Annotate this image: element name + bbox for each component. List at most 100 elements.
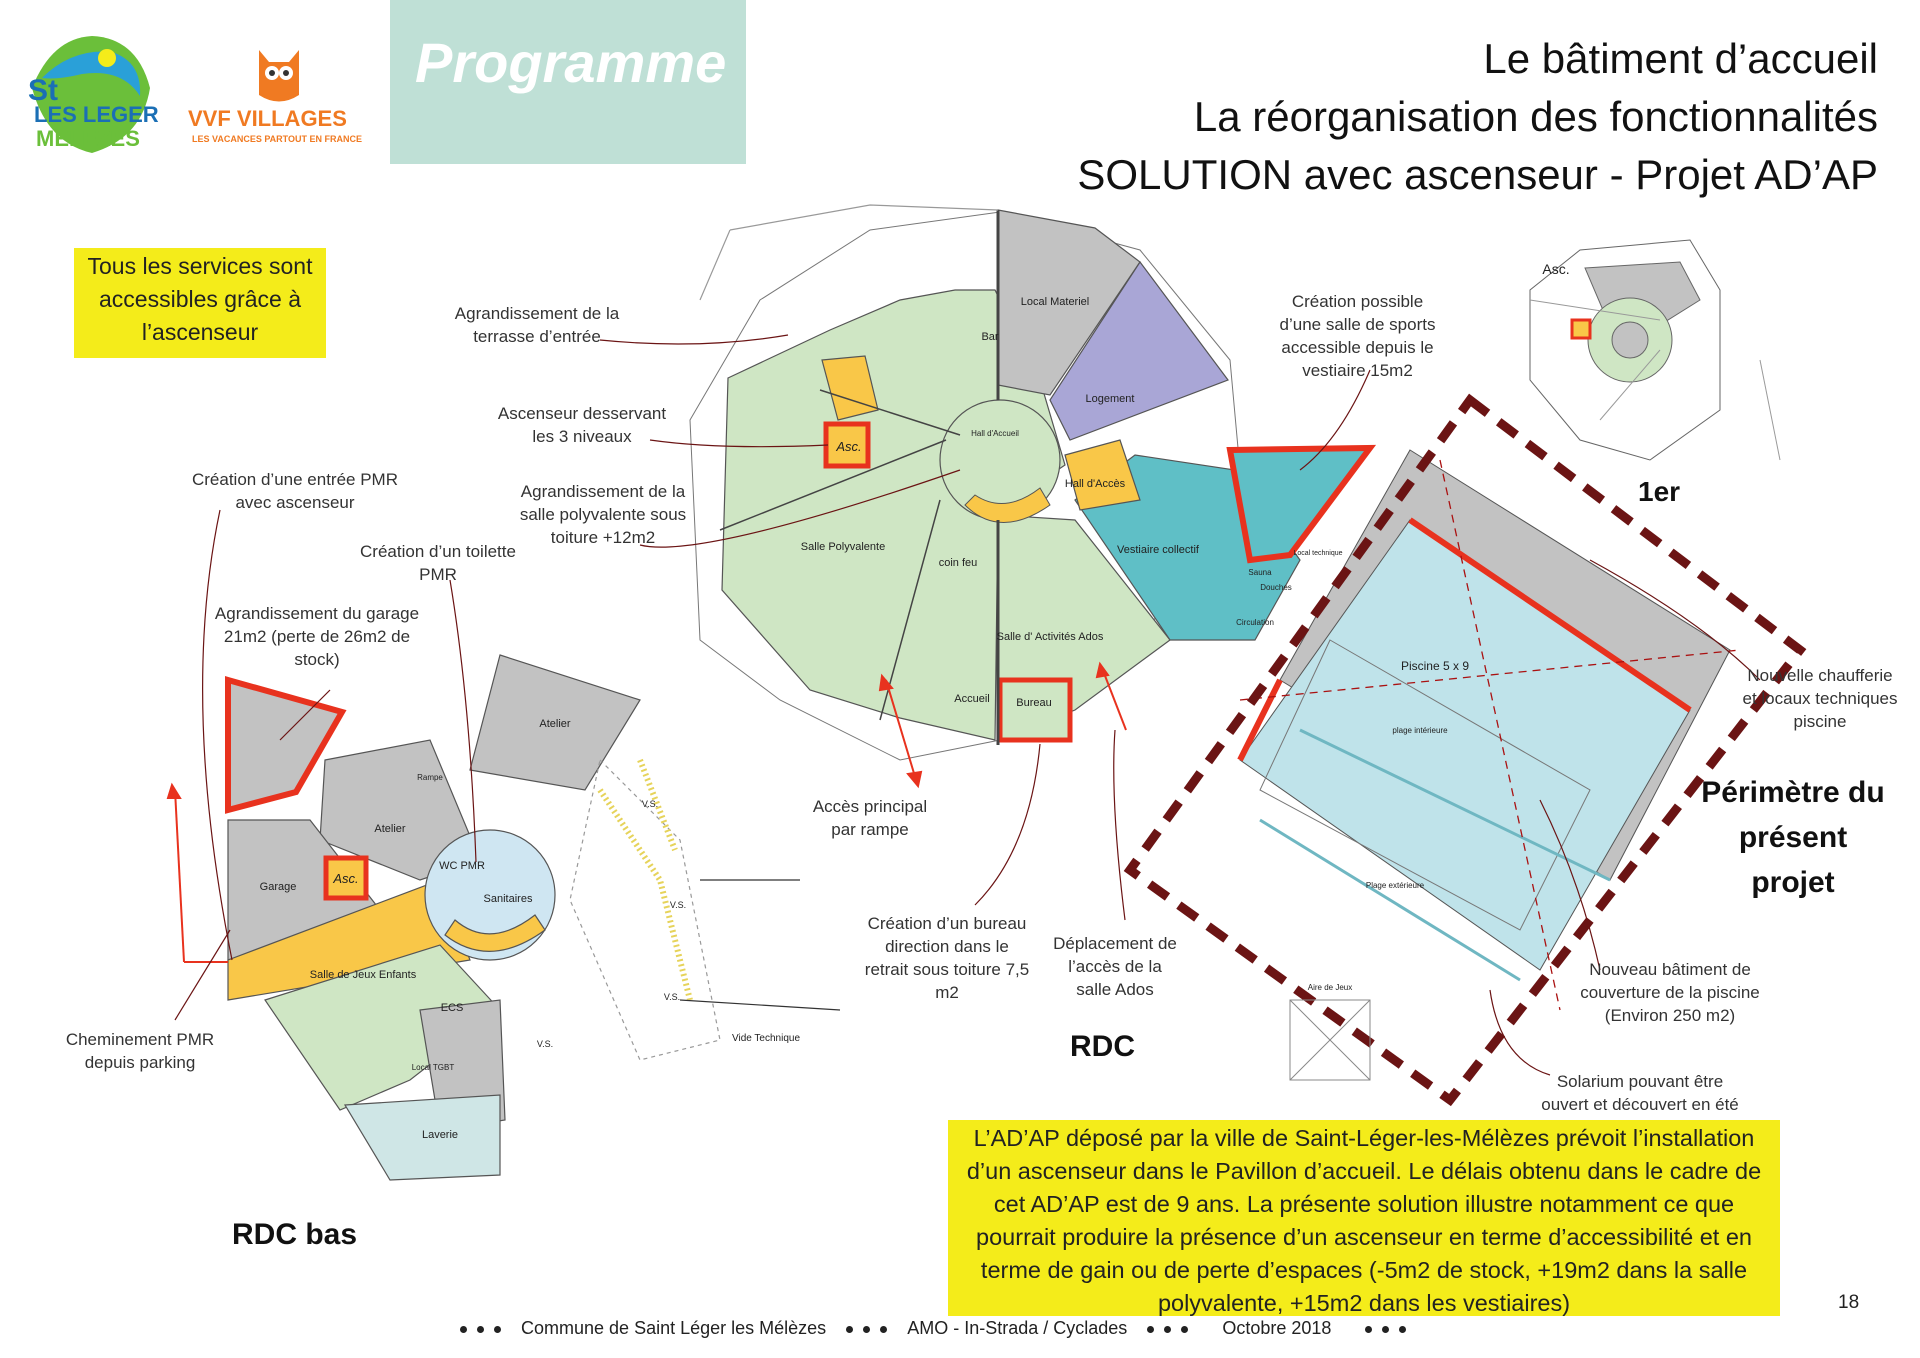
- asc-rdc: [823, 421, 871, 469]
- annotation-sports: Création possible d’une salle de sports …: [1279, 292, 1436, 380]
- annotation-toilette: Création d’un toilette PMR: [360, 542, 516, 584]
- svg-text:LES VACANCES PARTOUT EN FRANCE: LES VACANCES PARTOUT EN FRANCE: [192, 134, 362, 144]
- svg-text:MELEZES: MELEZES: [36, 126, 140, 151]
- annotation-acces: Accès principal par rampe: [812, 797, 928, 839]
- footer: Commune de Saint Léger les Mélèzes AMO -…: [455, 1318, 1411, 1339]
- rdc-plan: [689, 204, 1377, 761]
- etage-plan: [1529, 239, 1781, 461]
- room-bureau: [997, 677, 1073, 743]
- label-atelier-top: Atelier: [539, 718, 571, 730]
- st-leger-logo: St LES LEGER MELEZES: [22, 18, 162, 158]
- annotation-garage: Agrandissement du garage 21m2 (perte de …: [214, 604, 420, 669]
- plan-title-rdc: RDC: [1070, 1030, 1135, 1063]
- label-vestiaire: Vestiaire collectif: [1117, 544, 1200, 556]
- annotation-solarium: Solarium pouvant être ouvert et découver…: [1541, 1072, 1739, 1114]
- adap-note: L’AD’AP déposé par la ville de Saint-Lég…: [948, 1120, 1780, 1316]
- label-logement: Logement: [1086, 393, 1135, 405]
- annotation-chaufferie: Nouvelle chaufferie et locaux techniques…: [1742, 666, 1898, 731]
- room-laverie: [343, 1094, 501, 1181]
- pool-building: [1123, 393, 1807, 1107]
- footer-dot: [1399, 1325, 1407, 1333]
- footer-dot: [494, 1325, 501, 1333]
- label-plage-ext: Plage extérieure: [1366, 881, 1425, 890]
- label-bureau: Bureau: [1016, 697, 1051, 709]
- footer-commune: Commune de Saint Léger les Mélèzes: [521, 1318, 827, 1338]
- label-accueil: Accueil: [954, 693, 989, 705]
- label-douches: Douches: [1260, 583, 1292, 592]
- label-bar: Bar: [981, 331, 998, 343]
- label-ecs: ECS: [441, 1002, 464, 1014]
- label-asc-rdc-bas: Asc.: [332, 871, 358, 886]
- label-hall-accueil: Hall d'Accueil: [971, 429, 1019, 438]
- red-arrows: [166, 661, 1127, 963]
- title-line-3: SOLUTION avec ascenseur - Projet AD’AP: [1077, 151, 1878, 198]
- annotation-entree-pmr: Création d’une entrée PMR avec ascenseur: [191, 470, 398, 512]
- footer-dot: [1181, 1325, 1189, 1333]
- label-vide-technique: Vide Technique: [732, 1033, 800, 1044]
- vvf-logo: VVF VILLAGES LES VACANCES PARTOUT EN FRA…: [184, 40, 374, 150]
- label-activites: Salle d' Activités Ados: [997, 631, 1104, 643]
- annotation-perimetre: Périmètre du présent projet: [1701, 776, 1885, 899]
- label-wc-pmr: WC PMR: [439, 860, 485, 872]
- plan-title-1er: 1er: [1638, 476, 1681, 507]
- label-garage: Garage: [260, 881, 297, 893]
- svg-text:LES LEGER: LES LEGER: [34, 102, 159, 127]
- plan-title-rdc-bas: RDC bas: [232, 1218, 358, 1251]
- svg-text:VVF VILLAGES: VVF VILLAGES: [188, 106, 347, 131]
- label-coin-feu: coin feu: [939, 557, 978, 569]
- room-garage-grey-top: [225, 676, 347, 814]
- footer-dot: [1164, 1325, 1172, 1333]
- section-label: Programme: [415, 31, 727, 94]
- label-local-technique: Local technique: [1293, 550, 1342, 557]
- footer-dot: [1147, 1325, 1155, 1333]
- label-plage-int: plage intérieure: [1392, 726, 1448, 735]
- label-sanitaires: Sanitaires: [484, 893, 533, 905]
- label-hall-acces: Hall d'Accès: [1065, 478, 1126, 490]
- section-label-box: [390, 0, 746, 164]
- room-atelier-top: [469, 654, 641, 791]
- label-salle-jeux: Salle de Jeux Enfants: [310, 969, 417, 981]
- label-vs-3: V.S.: [664, 992, 680, 1002]
- label-circulation: Circulation: [1236, 618, 1274, 627]
- footer-dot: [846, 1325, 854, 1333]
- footer-dot: [1365, 1325, 1373, 1333]
- label-vs-2: V.S.: [670, 900, 686, 910]
- room-logement: [1049, 260, 1229, 441]
- page-title: Le bâtiment d’accueil La réorganisation …: [1077, 30, 1878, 204]
- project-perimeter: [1123, 393, 1807, 1107]
- asc-rdc-bas: [323, 855, 369, 901]
- accessibility-note: Tous les services sont accessibles grâce…: [74, 248, 326, 358]
- annotation-bureau: Création d’un bureau direction dans le r…: [864, 914, 1030, 1002]
- label-asc-1er: Asc.: [1542, 261, 1569, 277]
- label-laverie: Laverie: [422, 1129, 458, 1141]
- label-vs-1: V.S.: [642, 799, 658, 809]
- footer-dot: [460, 1325, 467, 1333]
- footer-dot: [880, 1325, 888, 1333]
- footer-dot: [863, 1325, 871, 1333]
- page-number: 18: [1838, 1292, 1860, 1313]
- label-aire-jeux: Aire de Jeux: [1308, 983, 1352, 992]
- footer-dot: [477, 1325, 484, 1333]
- label-vs-4: V.S.: [537, 1039, 553, 1049]
- annotation-couverture: Nouveau bâtiment de couverture de la pis…: [1580, 960, 1760, 1025]
- label-atelier: Atelier: [374, 823, 406, 835]
- room-salle-polyvalente: [721, 289, 1066, 741]
- footer-date: Octobre 2018: [1222, 1318, 1332, 1338]
- label-asc-rdc: Asc.: [835, 439, 861, 454]
- annotation-terrasse: Agrandissement de la terrasse d’entrée: [454, 304, 620, 346]
- annotation-cheminement: Cheminement PMR depuis parking: [65, 1030, 215, 1072]
- footer-amo: AMO - In-Strada / Cyclades: [907, 1318, 1128, 1338]
- room-hall-acces: [1064, 439, 1141, 511]
- label-salle-polyvalente: Salle Polyvalente: [801, 541, 885, 553]
- label-rampe: Rampe: [417, 773, 443, 782]
- leader-lines: [174, 334, 1761, 1076]
- label-sauna: Sauna: [1248, 568, 1272, 577]
- title-line-1: Le bâtiment d’accueil: [1483, 35, 1878, 82]
- label-local-materiel: Local Materiel: [1021, 296, 1089, 308]
- annotation-salle-poly: Agrandissement de la salle polyvalente s…: [519, 482, 687, 547]
- svg-text:St: St: [28, 74, 58, 107]
- label-local-tgbt: Local TGBT: [412, 1063, 455, 1072]
- footer-dot: [1382, 1325, 1390, 1333]
- room-sports: [1226, 444, 1377, 564]
